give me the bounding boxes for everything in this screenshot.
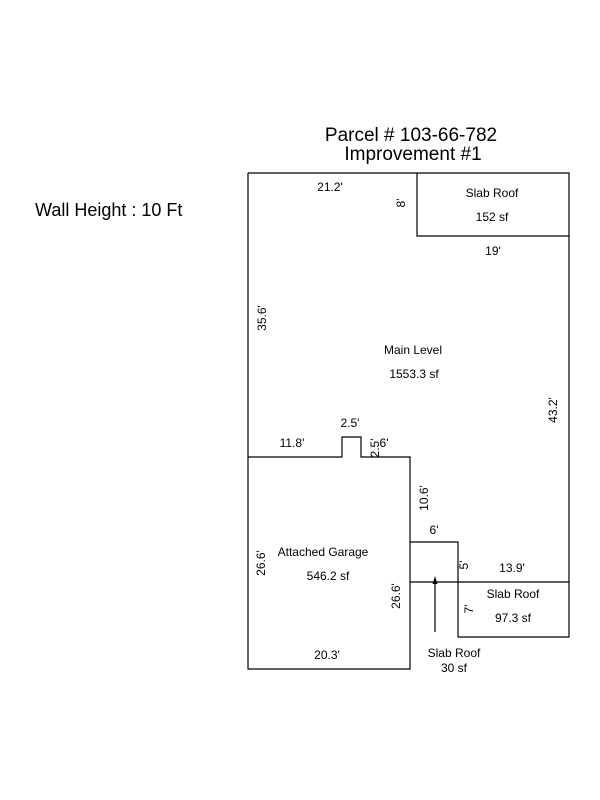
main-level-outline bbox=[247, 172, 570, 670]
dim-slab-side: 8' bbox=[394, 199, 408, 208]
garage-area: 546.2 sf bbox=[307, 569, 350, 583]
dim-bump-top: 2.5' bbox=[341, 416, 360, 430]
dim-small-top: 6' bbox=[430, 523, 439, 537]
dim-left-ledge: 11.8' bbox=[280, 436, 305, 450]
dim-garage-bottom: 20.3' bbox=[314, 648, 340, 662]
arrow-head-icon bbox=[432, 576, 438, 584]
slab-roof-top-outline bbox=[416, 173, 569, 237]
slab-roof-small-area: 30 sf bbox=[441, 661, 468, 675]
main-level-area: 1553.3 sf bbox=[389, 367, 439, 381]
small-slab-outline bbox=[410, 541, 570, 638]
slab-roof-small-label: Slab Roof bbox=[428, 646, 481, 660]
dim-slab-right-side: 7' bbox=[462, 605, 476, 614]
dim-garage-right: 26.6' bbox=[389, 583, 403, 609]
garage-label: Attached Garage bbox=[278, 545, 369, 559]
slab-roof-right-area: 97.3 sf bbox=[495, 611, 532, 625]
dim-garage-right-upper: 10.6' bbox=[417, 485, 431, 511]
outline bbox=[247, 172, 570, 670]
dim-left: 35.6' bbox=[255, 305, 269, 331]
dim-top: 21.2' bbox=[317, 180, 343, 194]
dim-garage-left: 26.6' bbox=[254, 550, 268, 576]
slab-roof-right-label: Slab Roof bbox=[487, 587, 540, 601]
main-level-label: Main Level bbox=[384, 343, 442, 357]
dim-right: 43.2' bbox=[546, 397, 560, 423]
dim-step: 6' bbox=[380, 436, 389, 450]
improvement-title: Improvement #1 bbox=[344, 144, 481, 165]
parcel-title: Parcel # 103-66-782 bbox=[325, 125, 497, 146]
slab-roof-top-area: 152 sf bbox=[476, 210, 509, 224]
dim-small-side: 5' bbox=[457, 561, 471, 570]
dim-bump-side: 2.5' bbox=[368, 439, 382, 458]
dim-slab-bottom: 19' bbox=[485, 244, 501, 258]
slab-roof-top-label: Slab Roof bbox=[466, 186, 519, 200]
dim-lower-right: 13.9' bbox=[499, 561, 525, 575]
wall-height: Wall Height : 10 Ft bbox=[35, 200, 182, 220]
